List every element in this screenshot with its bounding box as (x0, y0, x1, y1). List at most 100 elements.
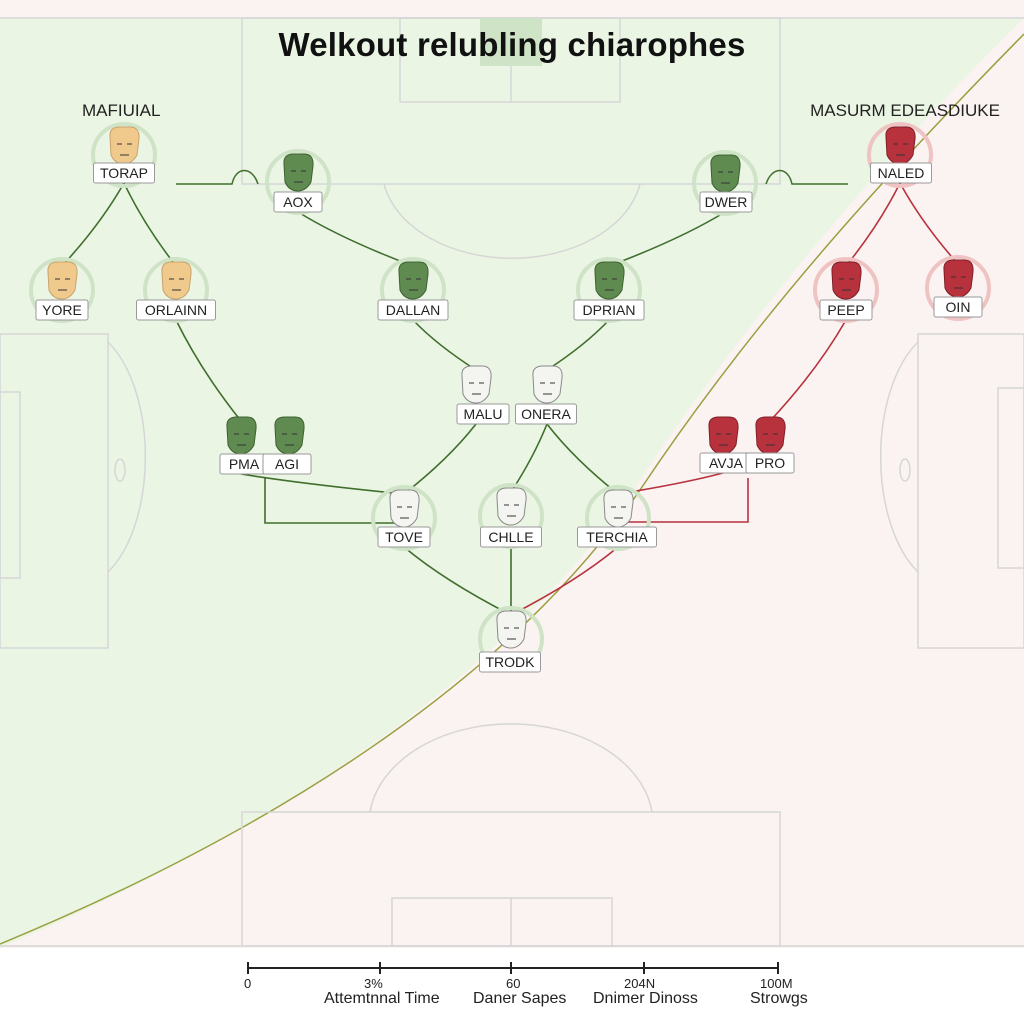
link-aox-dallan (297, 211, 414, 267)
player-head-icon (109, 126, 140, 165)
player-ring (925, 255, 991, 321)
link-tove-trodk (403, 546, 512, 616)
elbow-link-pro-terchia (626, 478, 749, 523)
left-arc (107, 341, 147, 573)
player-ring (585, 485, 651, 551)
left-team-label: MAFIUIAL (82, 101, 161, 120)
scale-bar (247, 962, 779, 974)
player-head-icon (943, 259, 974, 298)
link-terchia-trodk (510, 546, 619, 616)
player-label-box (573, 299, 645, 321)
player-label: AVJA (709, 455, 744, 471)
player-node-onera: ONERA (515, 365, 577, 425)
pitch-markings (0, 17, 1024, 947)
player-label: DWER (705, 194, 748, 210)
right-penalty-box (917, 333, 1024, 649)
player-label: DPRIAN (583, 302, 636, 318)
player-ring (91, 122, 157, 188)
player-node-avja: AVJA (699, 416, 753, 474)
player-node-dprian: DPRIAN (573, 257, 645, 323)
player-ring (692, 150, 758, 216)
player-label: TERCHIA (586, 529, 648, 545)
player-label: TOVE (385, 529, 423, 545)
player-node-malu: MALU (456, 365, 510, 425)
player-ring (265, 149, 331, 215)
player-node-agi: AGI (262, 416, 312, 475)
player-node-tove: TOVE (371, 485, 437, 551)
player-label-box (480, 526, 542, 548)
left-goal-area (0, 391, 21, 579)
player-label-box (456, 403, 510, 425)
player-head-icon (226, 416, 257, 455)
player-label: DALLAN (386, 302, 440, 318)
link-peep-pro (769, 319, 847, 422)
player-head-icon (274, 416, 305, 455)
links-layer (61, 182, 959, 616)
player-node-peep: PEEP (813, 257, 879, 323)
bottom-arc (369, 723, 653, 813)
player-label-box (136, 299, 216, 321)
scale-caption-2: Attemtnnal Time (324, 990, 440, 1007)
top-goal (480, 18, 542, 66)
player-head-icon (461, 365, 492, 404)
link-naled-oin (899, 182, 959, 265)
scale-tick-label-1: 0 (244, 976, 252, 991)
player-label: NALED (878, 165, 925, 181)
player-label: TORAP (100, 165, 148, 181)
player-node-torap: TORAP (91, 122, 157, 188)
player-label-box (870, 162, 932, 184)
player-node-dwer: DWER (692, 150, 758, 216)
player-label-box (93, 162, 155, 184)
player-label: PMA (229, 456, 260, 472)
player-label-box (479, 651, 541, 673)
scale-caption-3: Daner Sapes (473, 990, 567, 1007)
player-head-icon (603, 489, 634, 528)
player-ring (371, 485, 437, 551)
player-head-icon (831, 261, 862, 300)
player-node-naled: NALED (867, 122, 933, 188)
player-head-icon (532, 365, 563, 404)
player-ring (576, 257, 642, 323)
player-head-icon (708, 416, 739, 455)
player-label: AGI (275, 456, 299, 472)
player-ring (29, 257, 95, 323)
player-label-box (699, 191, 753, 213)
player-label: ORLAINN (145, 302, 207, 318)
player-label: ONERA (521, 406, 571, 422)
scale-tick-label-3: 60 (506, 976, 521, 991)
player-label-box (35, 299, 89, 321)
player-label-box (819, 299, 873, 321)
right-goal-area (997, 387, 1024, 569)
player-label: AOX (283, 194, 313, 210)
player-label: PRO (755, 455, 785, 471)
pitch-left-zone (0, 18, 1024, 948)
scale-caption-5: Strowgs (750, 990, 808, 1007)
player-head-icon (161, 261, 192, 300)
top-arc (383, 183, 641, 259)
player-head-icon (47, 261, 78, 300)
player-label-box (377, 299, 449, 321)
right-team-label: MASURM EDEASDIUKE (810, 101, 1000, 120)
player-node-oin: OIN (925, 255, 991, 321)
player-label: OIN (946, 299, 971, 315)
diagram-title: Welkout relubling chiarophes (278, 26, 746, 63)
link-pma-tove (240, 473, 405, 495)
player-ring (867, 122, 933, 188)
player-label: CHLLE (488, 529, 533, 545)
link-torap-yore (61, 182, 125, 267)
player-node-pma: PMA (219, 416, 269, 475)
player-label-box (577, 526, 657, 548)
player-node-orlainn: ORLAINN (136, 257, 216, 323)
player-label: PEEP (827, 302, 864, 318)
player-head-icon (594, 261, 625, 300)
link-dallan-malu (412, 319, 477, 371)
player-label-box (515, 403, 577, 425)
player-label: TRODK (486, 654, 536, 670)
player-head-icon (755, 416, 786, 455)
player-ring (380, 257, 446, 323)
scale-tick-label-5: 100M (760, 976, 793, 991)
player-label-box (933, 296, 983, 318)
scale-tick-label-4: 204N (624, 976, 656, 991)
